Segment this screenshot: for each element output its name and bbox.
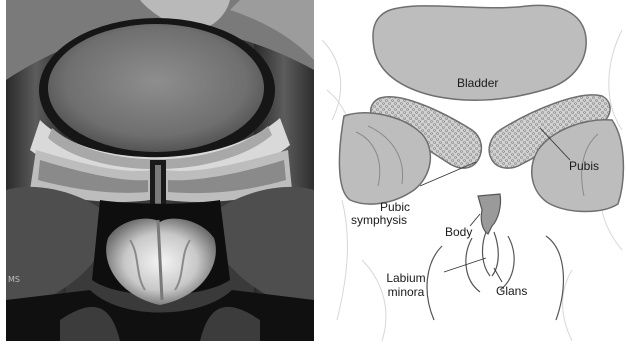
- anatomy-diagram-panel: Bladder Pubis Pubic symphysis Body Labiu…: [322, 0, 626, 341]
- clitoris-body-shape: [478, 194, 501, 234]
- mri-image-panel: MS: [0, 0, 318, 341]
- mri-scan-image: [0, 0, 318, 341]
- label-labium-minora-line2: minora: [384, 286, 428, 299]
- label-body: Body: [445, 226, 472, 239]
- label-labium-minora-line1: Labium: [384, 272, 428, 285]
- label-glans: Glans: [496, 285, 527, 298]
- label-pubis: Pubis: [569, 160, 599, 173]
- mri-corner-text: MS: [8, 275, 20, 284]
- label-pubic-symphysis-line2: symphysis: [351, 214, 407, 227]
- label-bladder: Bladder: [457, 77, 498, 90]
- labia-outline: [427, 232, 563, 320]
